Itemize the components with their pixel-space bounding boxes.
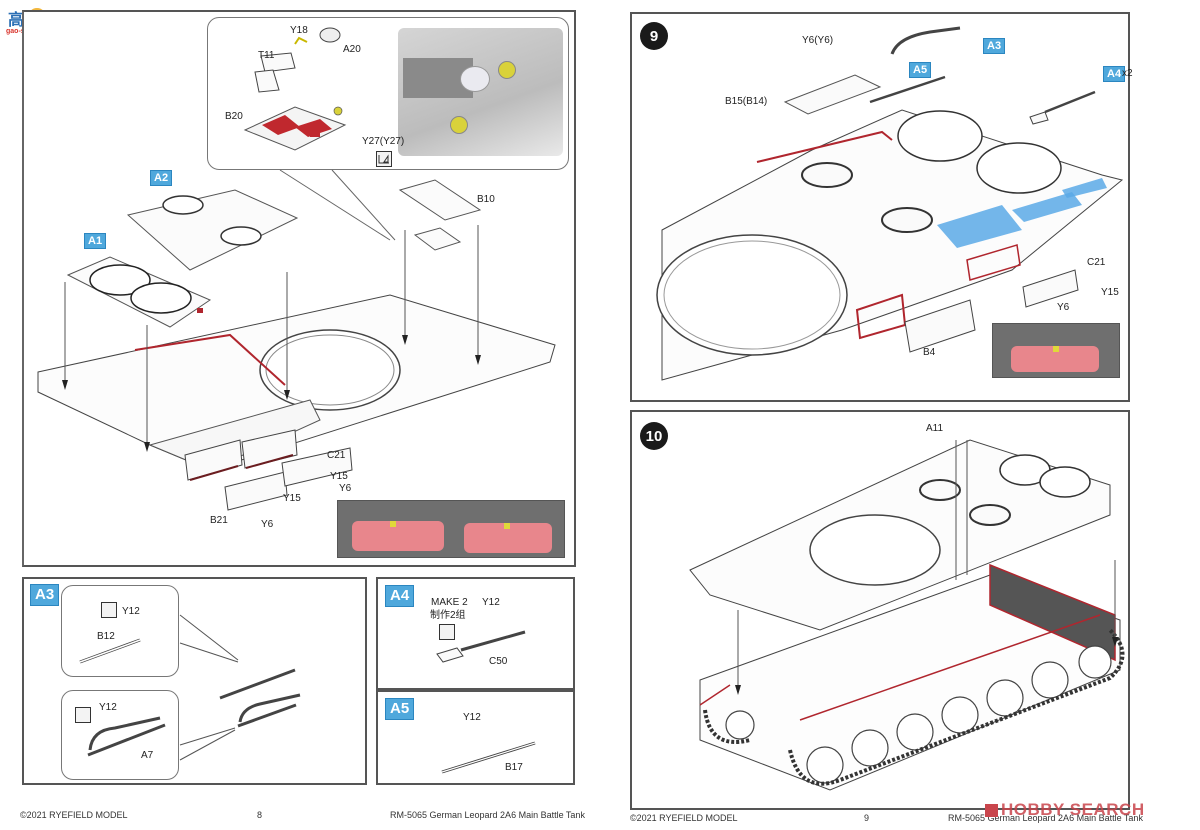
y27-yellow-part xyxy=(333,106,343,116)
label-y12-a3-1: Y12 xyxy=(122,606,140,617)
tag-a2: A2 xyxy=(150,170,173,186)
step9-hull-drawing xyxy=(656,109,1124,381)
label-y6-step9: Y6 xyxy=(1057,302,1070,313)
reference-photo-side-panels xyxy=(337,500,565,558)
step10-upper-hull-drawing xyxy=(689,439,1111,631)
make-two-note: MAKE 2 xyxy=(431,597,468,608)
tag-a5-box: A5 xyxy=(385,698,415,720)
tag-a4-step9: A4 xyxy=(1103,66,1126,82)
tag-a3-step9: A3 xyxy=(983,38,1006,54)
label-c21-step9: C21 xyxy=(1087,257,1106,268)
b10-part-drawing xyxy=(398,179,482,251)
label-y27: Y27(Y27) xyxy=(362,136,405,147)
label-b20: B20 xyxy=(225,111,243,122)
label-y12-a4: Y12 xyxy=(482,597,500,608)
side-stowage-panels xyxy=(184,429,353,511)
footer-title-right: RM-5065 German Leopard 2A6 Main Battle T… xyxy=(948,813,1143,823)
y18-yellow-part xyxy=(294,36,308,45)
step-number-10: 10 xyxy=(640,422,668,450)
footer-title-left: RM-5065 German Leopard 2A6 Main Battle T… xyxy=(390,810,585,820)
reference-photo-step9-panel xyxy=(992,323,1120,378)
a3-detail-callout-2 xyxy=(61,690,179,780)
glue-cement-icon xyxy=(439,624,455,640)
label-b10: B10 xyxy=(477,194,495,205)
highlight-area-1 xyxy=(352,521,444,551)
a20-dome-drawing xyxy=(319,27,341,43)
label-y15-a: Y15 xyxy=(330,471,348,482)
make-two-note-cn: 制作2组 xyxy=(430,610,466,621)
label-y15-step9: Y15 xyxy=(1101,287,1119,298)
step10-lower-hull-drawing xyxy=(699,563,1125,791)
step9-parts-drawing xyxy=(783,26,1096,353)
callout-render-view xyxy=(398,28,563,156)
t11-part-drawing xyxy=(254,52,296,93)
glue-cement-icon xyxy=(101,602,117,618)
tag-a5-step9: A5 xyxy=(909,62,932,78)
label-y18: Y18 xyxy=(290,25,308,36)
footer-page-number-right: 9 xyxy=(864,813,870,823)
label-y15-b: Y15 xyxy=(283,493,301,504)
upper-hull-drawing xyxy=(37,294,556,471)
footer-copyright-right: ©2021 RYEFIELD MODEL xyxy=(630,813,738,823)
step-number-9: 9 xyxy=(640,22,668,50)
label-b21: B21 xyxy=(210,515,228,526)
label-y12-a3-2: Y12 xyxy=(99,702,117,713)
watermark-char-1: 高 xyxy=(8,12,25,29)
a5-part-drawing xyxy=(441,741,536,774)
b20-plate-drawing xyxy=(243,106,347,151)
label-c50: C50 xyxy=(489,656,508,667)
label-a11: A11 xyxy=(926,423,944,434)
footer-page-number-left: 8 xyxy=(257,810,263,820)
a4-multiplier: x2 xyxy=(1122,68,1133,79)
label-c21: C21 xyxy=(327,450,346,461)
tag-a4-box: A4 xyxy=(385,585,415,607)
label-b12: B12 xyxy=(97,631,115,642)
hobby-search-watermark: HOBBY SEARCH xyxy=(985,800,1145,820)
step10-arrows xyxy=(735,440,1118,695)
a3-parts-drawing xyxy=(79,614,301,761)
label-a20: A20 xyxy=(343,44,361,55)
label-b17: B17 xyxy=(505,762,523,773)
hobby-search-logo-icon xyxy=(985,804,998,818)
glue-cement-icon xyxy=(75,707,91,723)
label-b4: B4 xyxy=(923,347,936,358)
label-y6-a: Y6 xyxy=(339,483,352,494)
label-y6-y6: Y6(Y6) xyxy=(802,35,834,46)
a1-engine-deck-plate xyxy=(66,256,212,328)
label-y12-a5: Y12 xyxy=(463,712,481,723)
label-b15-b14: B15(B14) xyxy=(725,96,768,107)
glue-cement-icon xyxy=(376,151,392,167)
label-a7: A7 xyxy=(141,750,154,761)
tag-a3-box: A3 xyxy=(30,584,60,606)
a4-part-drawing xyxy=(436,630,526,663)
footer-copyright-left: ©2021 RYEFIELD MODEL xyxy=(20,810,128,820)
tag-a1: A1 xyxy=(84,233,107,249)
label-y6-b: Y6 xyxy=(261,519,274,530)
a2-rear-deck-plate xyxy=(126,189,299,271)
label-t11: T11 xyxy=(258,50,275,61)
